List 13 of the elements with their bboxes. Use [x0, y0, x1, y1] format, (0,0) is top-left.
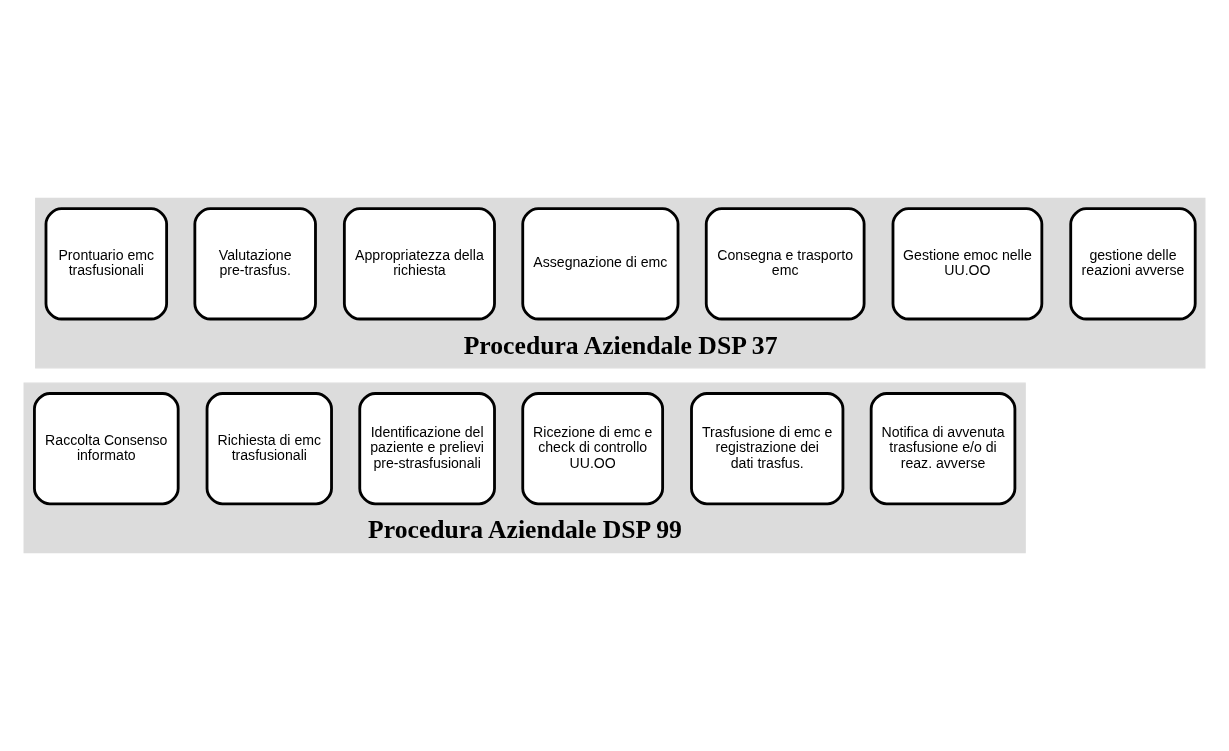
node-box: Assegnazione di emc	[521, 207, 680, 321]
node-box: Prontuario emc trasfusionali	[44, 207, 169, 321]
node-box: Raccolta Consenso informato	[33, 392, 180, 506]
node-box: Identificazione del paziente e prelievi pre-strasfusionali	[358, 392, 496, 506]
node-box: Richiesta di emc trasfusionali	[205, 392, 333, 506]
node-box: Trasfusione di emc e registrazione dei dati trasfus.	[690, 392, 845, 506]
node-box: Appropriatezza della richiesta	[342, 207, 496, 321]
node-box: Consegna e trasporto emc	[704, 207, 866, 321]
node-box: Gestione emoc nelle UU.OO	[891, 207, 1044, 321]
node-box: gestione delle reazioni avverse	[1069, 207, 1197, 321]
node-box: Valutazione pre-trasfus.	[193, 207, 317, 321]
node-box: Notifica di avvenuta trasfusione e/o di reaz. avverse	[869, 392, 1017, 506]
node-box: Ricezione di emc e check di controllo UU.OO	[521, 392, 665, 506]
